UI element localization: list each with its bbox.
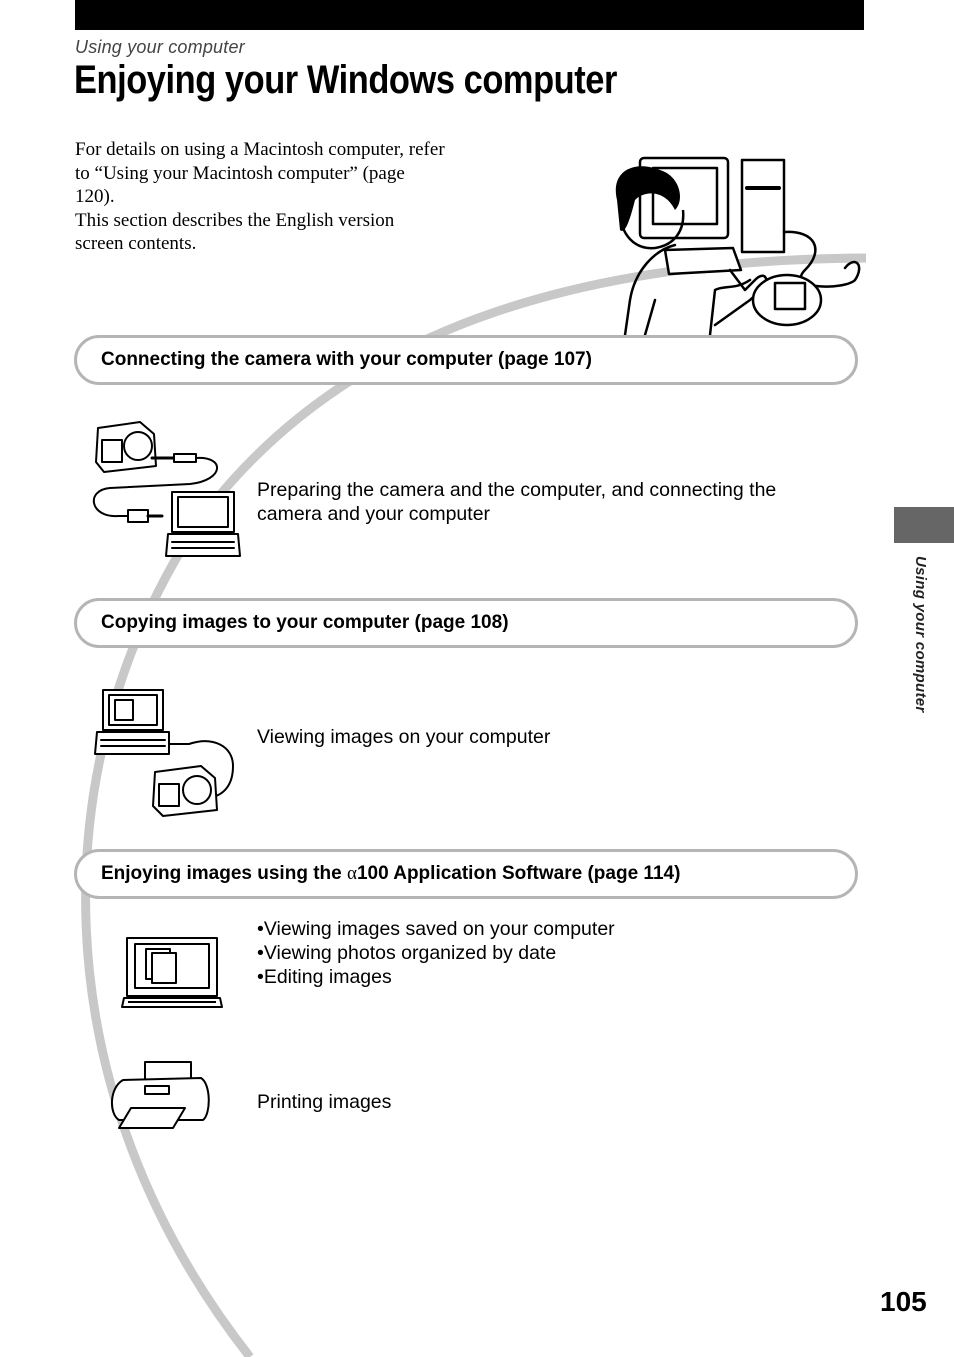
feature-list: •Viewing images saved on your computer •…	[257, 917, 832, 989]
laptop-camera-icon	[94, 689, 234, 817]
printer-icon	[111, 1061, 210, 1129]
section-heading-copying: Copying images to your computer (page 10…	[74, 598, 858, 648]
camera-laptop-usb-icon	[92, 421, 241, 557]
section-heading-before: Enjoying images using the	[101, 863, 347, 884]
intro-line: For details on using a Macintosh compute…	[75, 139, 445, 207]
section-heading-text: Copying images to your computer (page 10…	[101, 612, 509, 633]
section-description-text: Preparing the camera and the computer, a…	[257, 479, 777, 525]
page-number: 105	[880, 1286, 927, 1317]
intro-line: This section describes the English versi…	[75, 209, 395, 255]
section-description-text: Printing images	[257, 1091, 392, 1113]
section-description: Preparing the camera and the computer, a…	[257, 478, 832, 526]
list-item: •Viewing photos organized by date	[257, 942, 557, 964]
side-tab-label: Using your computer	[912, 556, 929, 713]
section-description-text: Viewing images on your computer	[257, 726, 551, 748]
section-kicker: Using your computer	[75, 37, 245, 57]
section-description: Printing images	[257, 1090, 832, 1114]
section-description: Viewing images on your computer	[257, 725, 832, 749]
person-at-computer-icon	[615, 156, 861, 335]
section-heading-connecting: Connecting the camera with your computer…	[74, 335, 858, 385]
intro-text: For details on using a Macintosh compute…	[75, 138, 445, 256]
alpha-symbol: α	[346, 863, 357, 884]
list-item: •Editing images	[257, 966, 392, 988]
side-tab	[894, 507, 954, 543]
header-bar	[75, 0, 864, 30]
monitor-icon	[121, 937, 223, 1008]
page-title: Enjoying your Windows computer	[74, 58, 617, 102]
section-heading-text: Connecting the camera with your computer…	[101, 349, 592, 370]
section-heading-after: 100 Application Software (page 114)	[356, 863, 681, 884]
list-item: •Viewing images saved on your computer	[257, 918, 615, 940]
